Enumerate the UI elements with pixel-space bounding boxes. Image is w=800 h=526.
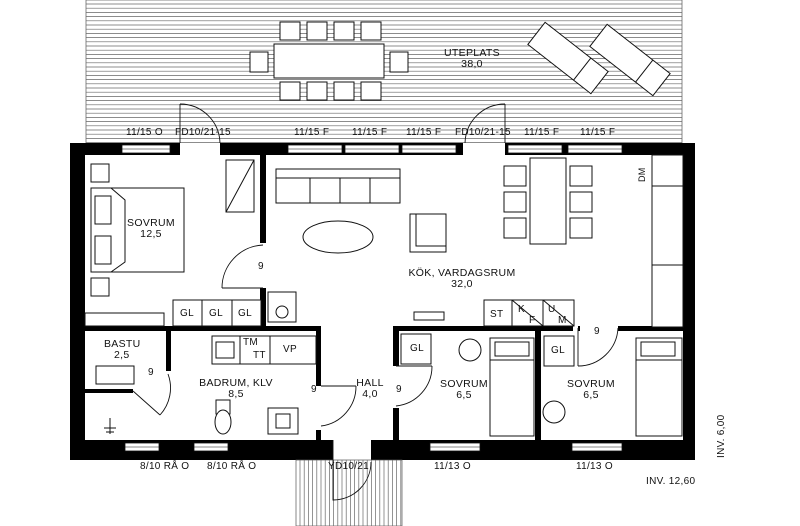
room-area: 12,5 — [140, 228, 162, 240]
room-hall: HALL 4,0 — [356, 378, 383, 400]
fixture-tt-label: TT — [253, 350, 266, 361]
kitchen-cabinets — [413, 299, 575, 327]
fixture-k-label: K — [518, 304, 525, 315]
window-label: 11/15 F — [352, 127, 388, 138]
wardrobe-label: GL — [209, 308, 223, 319]
window-label: 11/15 F — [580, 127, 616, 138]
dimension-width: INV. 12,60 — [646, 476, 696, 487]
room-area: 32,0 — [451, 278, 473, 290]
room-area: 8,5 — [228, 388, 244, 400]
door-width-mark: 9 — [396, 384, 402, 395]
fixture-f-label: F — [529, 315, 536, 326]
bedroom1-furniture — [90, 159, 255, 297]
room-bastu: BASTU 2,5 — [104, 339, 141, 361]
window-label: 8/10 RÅ O — [140, 461, 190, 472]
room-name: BASTU — [104, 338, 141, 350]
outdoor-dining-set — [249, 21, 409, 101]
room-name: UTEPLATS — [444, 47, 500, 59]
living-furniture — [267, 154, 684, 328]
room-sovrum-3: SOVRUM 6,5 — [567, 379, 615, 401]
door-label: YD10/21 — [328, 461, 370, 472]
wardrobe-label: GL — [180, 308, 194, 319]
room-name: SOVRUM — [440, 378, 488, 390]
room-area: 38,0 — [461, 58, 483, 70]
fixture-u-label: U — [548, 304, 556, 315]
window-label: 11/13 O — [576, 461, 613, 472]
door-width-mark: 9 — [594, 326, 600, 337]
window-label: 11/15 O — [126, 127, 163, 138]
window-label: 8/10 RÅ O — [207, 461, 257, 472]
wardrobe-label: GL — [410, 343, 424, 354]
window-label: 11/15 F — [294, 127, 330, 138]
wardrobe-label: GL — [551, 345, 565, 356]
room-name: SOVRUM — [567, 378, 615, 390]
room-sovrum-2: SOVRUM 6,5 — [440, 379, 488, 401]
fixture-st-label: ST — [490, 309, 504, 320]
room-kok-vardagsrum: KÖK, VARDAGSRUM 32,0 — [409, 268, 516, 290]
bedroom2-furniture — [400, 333, 535, 437]
sun-loungers — [527, 21, 671, 97]
window-label: 11/15 F — [406, 127, 442, 138]
window-label: 11/15 F — [524, 127, 560, 138]
door-width-mark: 9 — [148, 367, 154, 378]
fixture-dm-label: DM — [637, 167, 647, 182]
room-uteplats: UTEPLATS 38,0 — [444, 48, 500, 70]
room-name: SOVRUM — [127, 217, 175, 229]
room-name: BADRUM, KLV — [199, 377, 273, 389]
door-label: FD10/21-15 — [455, 127, 511, 138]
bedroom3-furniture — [542, 335, 683, 437]
room-area: 2,5 — [114, 349, 130, 361]
room-name: KÖK, VARDAGSRUM — [408, 267, 516, 279]
wardrobes-bedroom1 — [172, 299, 262, 327]
dimension-depth: INV. 6,00 — [716, 414, 727, 458]
door-width-mark: 9 — [258, 261, 264, 272]
fixture-tm-label: TM — [243, 337, 259, 348]
bottom-openings — [124, 440, 623, 460]
door-label: FD10/21-15 — [175, 127, 231, 138]
wardrobe-label: GL — [238, 308, 252, 319]
top-openings — [121, 103, 623, 155]
room-badrum: BADRUM, KLV 8,5 — [199, 378, 273, 400]
window-label: 11/13 O — [434, 461, 471, 472]
fixture-m-label: M — [558, 315, 567, 326]
room-area: 4,0 — [362, 388, 378, 400]
bathroom-fixtures — [211, 335, 317, 435]
entrance-steps — [295, 440, 403, 526]
interior-door-swings — [132, 244, 619, 427]
room-name: HALL — [356, 377, 384, 389]
sauna-fixtures — [84, 312, 165, 434]
room-sovrum-1: SOVRUM 12,5 — [127, 218, 175, 240]
fixture-vp-label: VP — [283, 344, 297, 355]
interior-walls — [85, 155, 683, 442]
room-area: 6,5 — [456, 389, 472, 401]
door-width-mark: 9 — [311, 384, 317, 395]
room-area: 6,5 — [583, 389, 599, 401]
